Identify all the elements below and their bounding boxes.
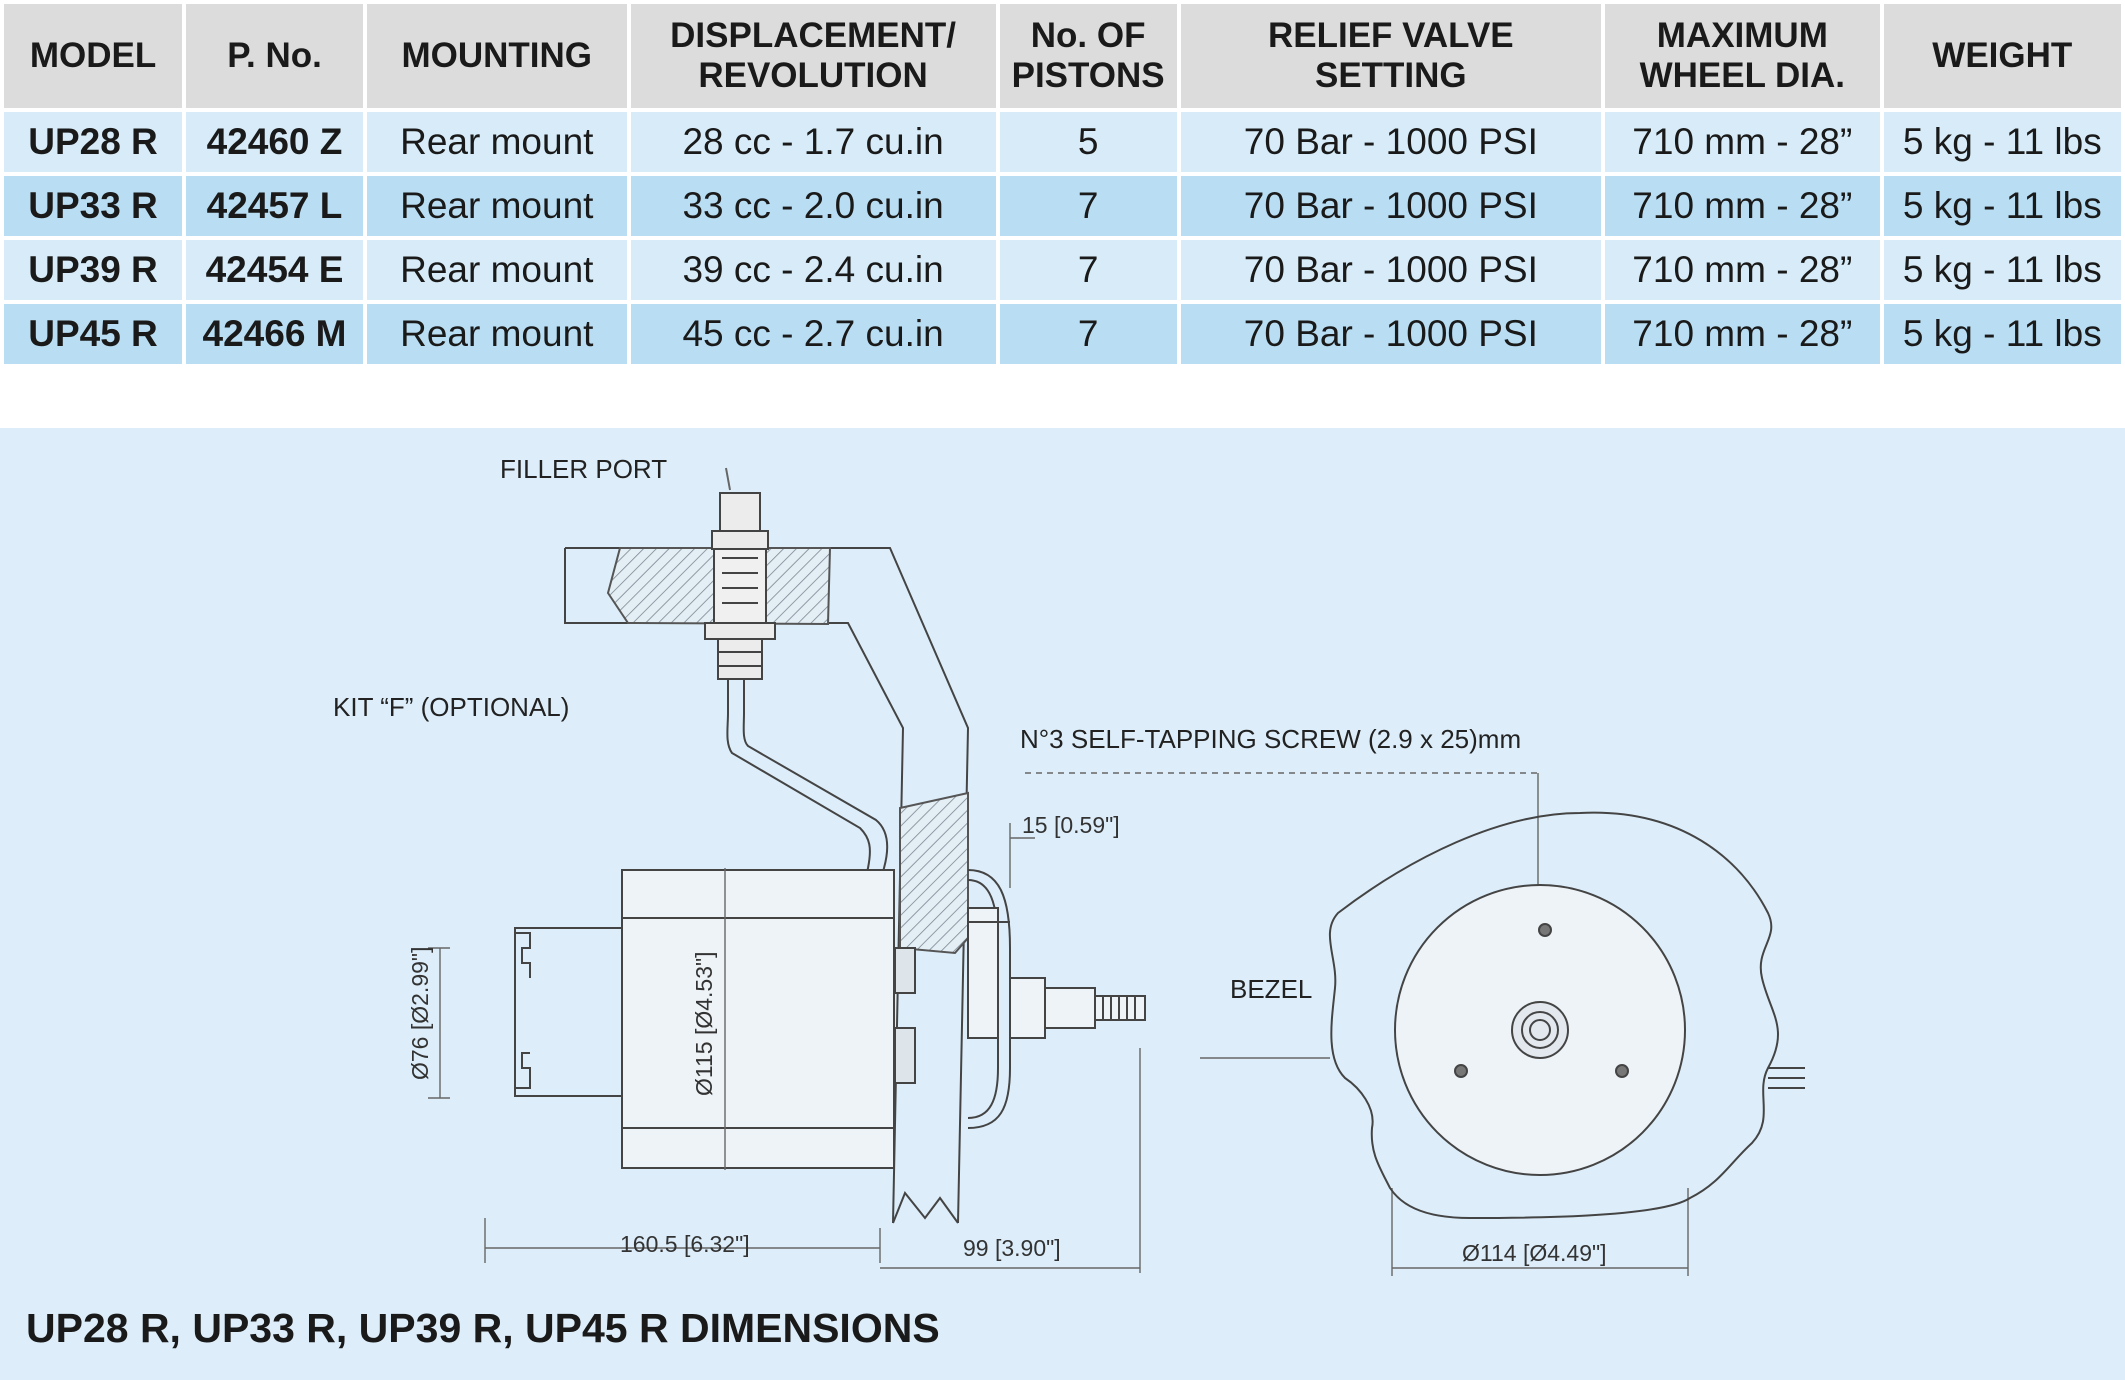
dim-1605-label: 160.5 [6.32"] <box>620 1231 750 1257</box>
table-cell: Rear mount <box>367 112 627 172</box>
table-cell: 710 mm - 28” <box>1605 240 1880 300</box>
table-cell: 42454 E <box>186 240 364 300</box>
column-header-line: WHEEL DIA. <box>1639 56 1846 95</box>
table-cell: 33 cc - 2.0 cu.in <box>630 176 996 236</box>
column-header-line: PISTONS <box>1011 56 1165 95</box>
kit-f-label: KIT “F” (OPTIONAL) <box>333 692 569 722</box>
table-cell: 7 <box>999 304 1177 364</box>
table-cell: 5 kg - 11 lbs <box>1883 112 2121 172</box>
table-cell: 42460 Z <box>186 112 364 172</box>
screw-label: N°3 SELF-TAPPING SCREW (2.9 x 25)mm <box>1020 724 1521 754</box>
table-cell: 7 <box>999 176 1177 236</box>
table-cell: UP33 R <box>4 176 183 236</box>
column-header-line: REVOLUTION <box>698 56 928 95</box>
column-header-line: MOUNTING <box>401 36 593 75</box>
table-cell: Rear mount <box>367 304 627 364</box>
column-header: MOUNTING <box>367 4 627 108</box>
table-cell: 42457 L <box>186 176 364 236</box>
column-header: MODEL <box>4 4 183 108</box>
column-header-line: MODEL <box>29 36 157 75</box>
table-cell: 70 Bar - 1000 PSI <box>1180 112 1602 172</box>
table-header-row: MODEL P. No. MOUNTING DISPLACEMENT/REVOLUTI… <box>4 4 2121 108</box>
dimension-lines <box>428 772 1689 1276</box>
table-cell: 710 mm - 28” <box>1605 304 1880 364</box>
table-cell: 5 kg - 11 lbs <box>1883 304 2121 364</box>
table-cell: 70 Bar - 1000 PSI <box>1180 240 1602 300</box>
column-header-line: P. No. <box>227 36 322 75</box>
table-cell: Rear mount <box>367 176 627 236</box>
dim-114-label: Ø114 [Ø4.49"] <box>1462 1240 1607 1266</box>
table-cell: UP28 R <box>4 112 183 172</box>
table-cell: UP39 R <box>4 240 183 300</box>
column-header-line: MAXIMUM <box>1656 16 1828 55</box>
table-cell: 28 cc - 1.7 cu.in <box>630 112 996 172</box>
column-header-line: WEIGHT <box>1932 36 2073 75</box>
column-header-line: DISPLACEMENT/ <box>670 16 956 55</box>
table-cell: 710 mm - 28” <box>1605 112 1880 172</box>
table-cell: 70 Bar - 1000 PSI <box>1180 304 1602 364</box>
table-cell: 45 cc - 2.7 cu.in <box>630 304 996 364</box>
filler-port-label: FILLER PORT <box>500 454 667 484</box>
dim-15-label: 15 [0.59"] <box>1022 812 1120 838</box>
table-cell: 5 kg - 11 lbs <box>1883 176 2121 236</box>
table-cell: 70 Bar - 1000 PSI <box>1180 176 1602 236</box>
table-cell: 7 <box>999 240 1177 300</box>
dimensions-diagram-panel: FILLER PORT KIT “F” (OPTIONAL) N°3 SELF-… <box>0 428 2125 1380</box>
column-header-line: RELIEF VALVE <box>1267 16 1514 55</box>
table-cell: 710 mm - 28” <box>1605 176 1880 236</box>
table-cell: 42466 M <box>186 304 364 364</box>
dimensions-caption: UP28 R, UP33 R, UP39 R, UP45 R DIMENSION… <box>26 1305 940 1351</box>
dim-76-label: Ø76 [Ø2.99"] <box>407 947 433 1080</box>
column-header-line: No. OF <box>1030 16 1146 55</box>
dim-115-label: Ø115 [Ø4.53"] <box>691 951 717 1096</box>
side-view <box>514 467 1146 1224</box>
table-cell: 39 cc - 2.4 cu.in <box>630 240 996 300</box>
column-header-line: SETTING <box>1314 56 1467 95</box>
table-cell: 5 <box>999 112 1177 172</box>
specifications-table: MODEL P. No. MOUNTING DISPLACEMENT/REVOLUTI… <box>0 0 2125 368</box>
bezel-label: BEZEL <box>1230 974 1312 1004</box>
technical-drawing: FILLER PORT KIT “F” (OPTIONAL) N°3 SELF-… <box>333 454 1805 1276</box>
dim-99-label: 99 [3.90"] <box>963 1235 1061 1261</box>
column-header: DISPLACEMENT/REVOLUTION <box>630 4 996 108</box>
front-view <box>1328 811 1805 1220</box>
column-header: P. No. <box>186 4 364 108</box>
column-header: WEIGHT <box>1883 4 2121 108</box>
table-cell: UP45 R <box>4 304 183 364</box>
table-cell: Rear mount <box>367 240 627 300</box>
table-cell: 5 kg - 11 lbs <box>1883 240 2121 300</box>
